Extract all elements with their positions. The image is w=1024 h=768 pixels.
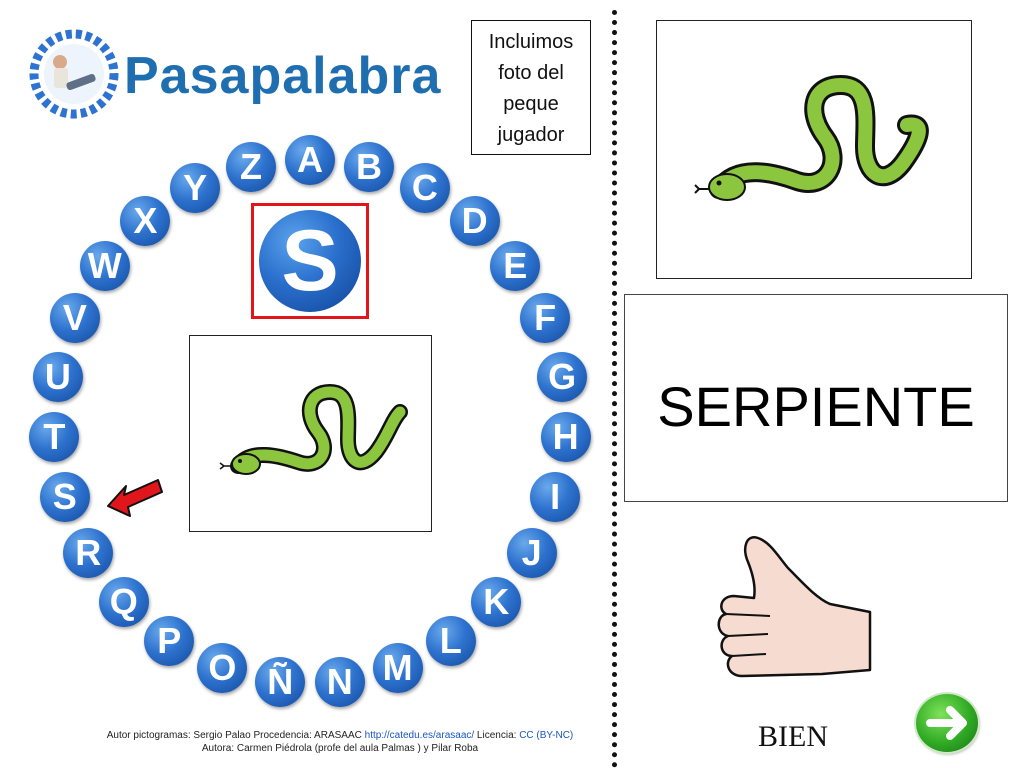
rosco-letter-o[interactable]: O <box>197 643 248 694</box>
rosco-letter-r[interactable]: R <box>63 528 114 578</box>
rosco-letter-b[interactable]: B <box>344 142 394 193</box>
large-picture-box <box>656 20 972 279</box>
logo-title: Pasapalabra <box>124 47 442 105</box>
rosco-letter-j[interactable]: J <box>506 528 557 578</box>
rosco-letter-x[interactable]: X <box>120 196 171 247</box>
rosco-letter-p[interactable]: P <box>144 615 195 666</box>
rosco-letter-h[interactable]: H <box>540 412 591 463</box>
rosco-letter-v[interactable]: V <box>49 293 100 344</box>
rosco-letter-n[interactable]: N <box>314 657 365 708</box>
rosco-letter-d[interactable]: D <box>449 196 500 247</box>
red-arrow-icon <box>107 479 163 517</box>
rosco-letter-q[interactable]: Q <box>98 576 149 627</box>
snake-icon <box>694 74 929 201</box>
logo-ring-icon <box>29 29 119 119</box>
rosco-letter-i[interactable]: I <box>530 472 581 523</box>
answer-word: SERPIENTE <box>657 375 975 438</box>
rosco-letter-s[interactable]: S <box>39 472 90 523</box>
pasapalabra-logo: Pasapalabra <box>26 24 466 124</box>
word-box: SERPIENTE <box>624 294 1008 502</box>
rosco-letter-z[interactable]: Z <box>226 142 276 193</box>
rosco-letter-e[interactable]: E <box>490 240 541 291</box>
snake-icon <box>219 383 408 475</box>
arasaac-link[interactable]: http://catedu.es/arasaac/ <box>364 730 475 741</box>
next-arrow-icon <box>926 706 967 740</box>
note-box: Incluimos foto del peque jugador <box>471 20 591 155</box>
feedback-text: BIEN <box>758 720 828 753</box>
rosco-letter-t[interactable]: T <box>29 412 80 463</box>
credits-line-1: Autor pictogramas: Sergio Palao Proceden… <box>106 730 574 741</box>
rosco-letter-u[interactable]: U <box>32 351 83 402</box>
rosco-letter-k[interactable]: K <box>471 576 522 627</box>
divider <box>612 10 617 768</box>
rosco-letter-y[interactable]: Y <box>170 162 221 213</box>
next-button[interactable] <box>916 694 978 752</box>
license-link[interactable]: CC (BY-NC) <box>519 730 574 741</box>
credits: Autor pictogramas: Sergio Palao Proceden… <box>60 729 620 755</box>
rosco-letter-w[interactable]: W <box>79 240 130 291</box>
rosco-letter-c[interactable]: C <box>399 162 450 213</box>
credits-line-2: Autora: Carmen Piédrola (profe del aula … <box>201 743 479 754</box>
rosco-letter-ñ[interactable]: Ñ <box>255 657 306 708</box>
rosco-letter-a[interactable]: A <box>285 135 335 185</box>
rosco-letter-l[interactable]: L <box>425 615 476 666</box>
current-letter: S <box>259 210 361 312</box>
thumbs-up-icon <box>717 536 872 678</box>
rosco-letter-g[interactable]: G <box>537 351 588 402</box>
current-letter-box: S <box>251 203 369 319</box>
rosco-letter-f[interactable]: F <box>520 293 571 344</box>
rosco-letter-m[interactable]: M <box>372 643 423 694</box>
small-picture-box <box>189 335 432 532</box>
